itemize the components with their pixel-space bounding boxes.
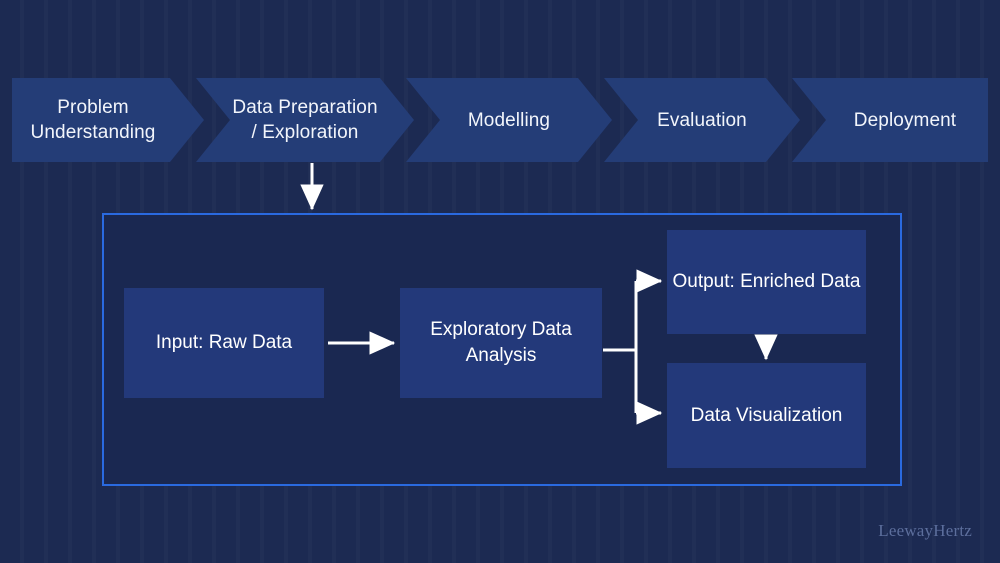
chevron-step-label-line2: Understanding — [30, 122, 156, 143]
chevron-step-label-line1: Data Preparation — [232, 97, 378, 118]
node-label-line1: Output: — [672, 271, 735, 292]
chevron-step-evaluation[interactable]: Evaluation — [604, 78, 800, 162]
node-label-line1: Data — [690, 404, 731, 426]
node-input-raw-data[interactable]: Input: Raw Data — [124, 288, 324, 398]
node-data-visualization[interactable]: Data Visualization — [667, 363, 866, 468]
node-output-enriched-data[interactable]: Output: Enriched Data — [667, 230, 866, 334]
node-exploratory-data-analysis[interactable]: Exploratory Data Analysis — [400, 288, 602, 398]
process-chevron-bar: Problem Understanding Data Preparation /… — [0, 78, 1000, 162]
node-label-line2: Enriched Data — [740, 271, 861, 292]
watermark-leewayhertz: LeewayHertz — [878, 521, 972, 540]
node-label-line2: Raw Data — [208, 332, 293, 353]
node-label-line2: Data Analysis — [465, 319, 572, 366]
chevron-step-label-line1: Modelling — [467, 109, 551, 131]
node-label-line1: Exploratory — [430, 319, 527, 340]
chevron-step-label-line1: Deployment — [853, 109, 957, 131]
chevron-step-problem-understanding[interactable]: Problem Understanding — [12, 78, 204, 162]
node-label-line1: Input: — [155, 332, 204, 353]
chevron-step-deployment[interactable]: Deployment — [792, 78, 988, 162]
chevron-step-modelling[interactable]: Modelling — [406, 78, 612, 162]
chevron-step-data-preparation[interactable]: Data Preparation / Exploration — [196, 78, 414, 162]
chevron-step-label-line1: Problem — [57, 97, 129, 118]
chevron-step-label-line2: / Exploration — [251, 122, 359, 143]
chevron-step-label-line1: Evaluation — [657, 109, 747, 131]
node-label-line2: Visualization — [736, 404, 843, 426]
